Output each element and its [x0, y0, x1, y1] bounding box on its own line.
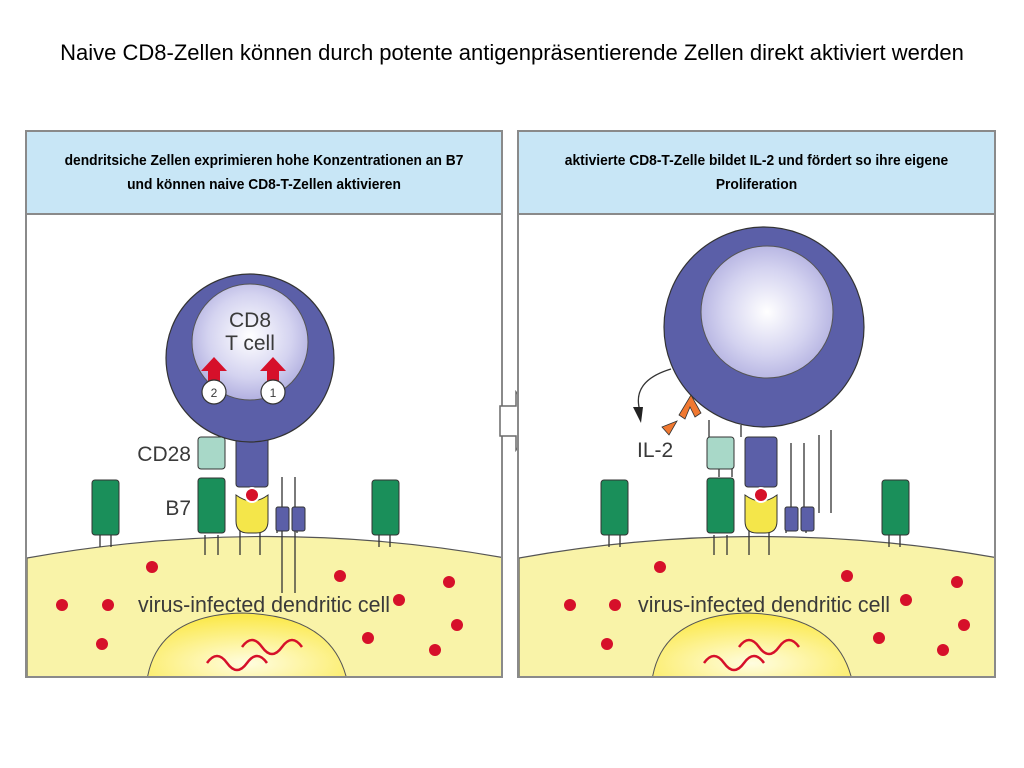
peptide-dot — [951, 576, 963, 588]
b7-molecule — [706, 477, 735, 534]
peptide-dot — [429, 644, 441, 656]
peptide-dot — [96, 638, 108, 650]
viral-rna — [205, 654, 269, 672]
autocrine-arrow — [637, 368, 672, 412]
slide-title: Naive CD8-Zellen können durch potente an… — [60, 40, 964, 65]
peptide-dot — [601, 638, 613, 650]
b7-molecule — [197, 477, 226, 534]
viral-rna — [737, 638, 801, 656]
peptide-dot — [564, 599, 576, 611]
panel-il2-proliferation: aktivierte CD8-T-Zelle bildet IL-2 und f… — [517, 130, 996, 678]
t-cell-label: CD8 — [229, 309, 271, 332]
peptide-dot — [244, 487, 260, 503]
peptide-dot — [393, 594, 405, 606]
b7-molecule — [91, 479, 120, 536]
t-cell-label: T cell — [225, 332, 275, 355]
nucleus — [147, 612, 347, 676]
peptide-dot — [654, 561, 666, 573]
peptide-dot — [958, 619, 970, 631]
peptide-dot — [900, 594, 912, 606]
signal-2-badge — [201, 379, 227, 405]
signal-arrow — [201, 357, 227, 383]
cd28-label: CD28 — [137, 443, 191, 466]
peptide-dot — [609, 599, 621, 611]
viral-rna — [240, 638, 304, 656]
tcr-molecule — [235, 436, 269, 488]
panel-header-text: dendritsiche Zellen exprimieren hohe Kon… — [64, 151, 464, 193]
cd28-molecule — [197, 436, 226, 470]
autocrine-arrowhead — [633, 407, 643, 423]
il2-proliferation-diagram: virus-infected dendritic cell — [519, 226, 994, 676]
peptide-dot — [841, 570, 853, 582]
b7-molecule — [371, 479, 400, 536]
panel-header: aktivierte CD8-T-Zelle bildet IL-2 und f… — [519, 132, 994, 215]
panel-naive-activation: dendritsiche Zellen exprimieren hohe Kon… — [25, 130, 503, 678]
b7-molecule — [881, 479, 910, 536]
peptide-dot — [146, 561, 158, 573]
co-receptor — [275, 506, 290, 532]
tcr-molecule — [744, 436, 778, 488]
il2-label: IL-2 — [637, 439, 673, 462]
peptide-dot — [102, 599, 114, 611]
peptide-dot — [362, 632, 374, 644]
dendritic-cell — [27, 535, 501, 676]
peptide-dot — [443, 576, 455, 588]
co-receptor — [291, 506, 306, 532]
peptide-dot — [873, 632, 885, 644]
signal-1-label: 1 — [270, 386, 277, 400]
nucleus — [652, 612, 852, 676]
dendritic-cell-label: virus-infected dendritic cell — [638, 592, 890, 617]
t-cell-nucleus — [700, 245, 834, 379]
peptide-dot — [334, 570, 346, 582]
peptide-dot — [937, 644, 949, 656]
panel-header-text: aktivierte CD8-T-Zelle bildet IL-2 und f… — [564, 151, 949, 193]
dendritic-cell-label: virus-infected dendritic cell — [138, 592, 390, 617]
peptide-dot — [753, 487, 769, 503]
peptide-dot — [451, 619, 463, 631]
signal-1-badge — [260, 379, 286, 405]
peptide-dot — [56, 599, 68, 611]
il2-molecule — [661, 420, 678, 436]
panel-header: dendritsiche Zellen exprimieren hohe Kon… — [27, 132, 501, 215]
b7-label: B7 — [165, 497, 191, 520]
viral-rna — [702, 654, 766, 672]
b7-molecule — [600, 479, 629, 536]
naive-activation-diagram: virus-infected dendritic cell — [27, 273, 501, 676]
co-receptor — [784, 506, 799, 532]
cd28-molecule — [706, 436, 735, 470]
il2-receptor — [678, 394, 702, 420]
signal-arrow — [260, 357, 286, 383]
co-receptor — [800, 506, 815, 532]
signal-2-label: 2 — [211, 386, 218, 400]
